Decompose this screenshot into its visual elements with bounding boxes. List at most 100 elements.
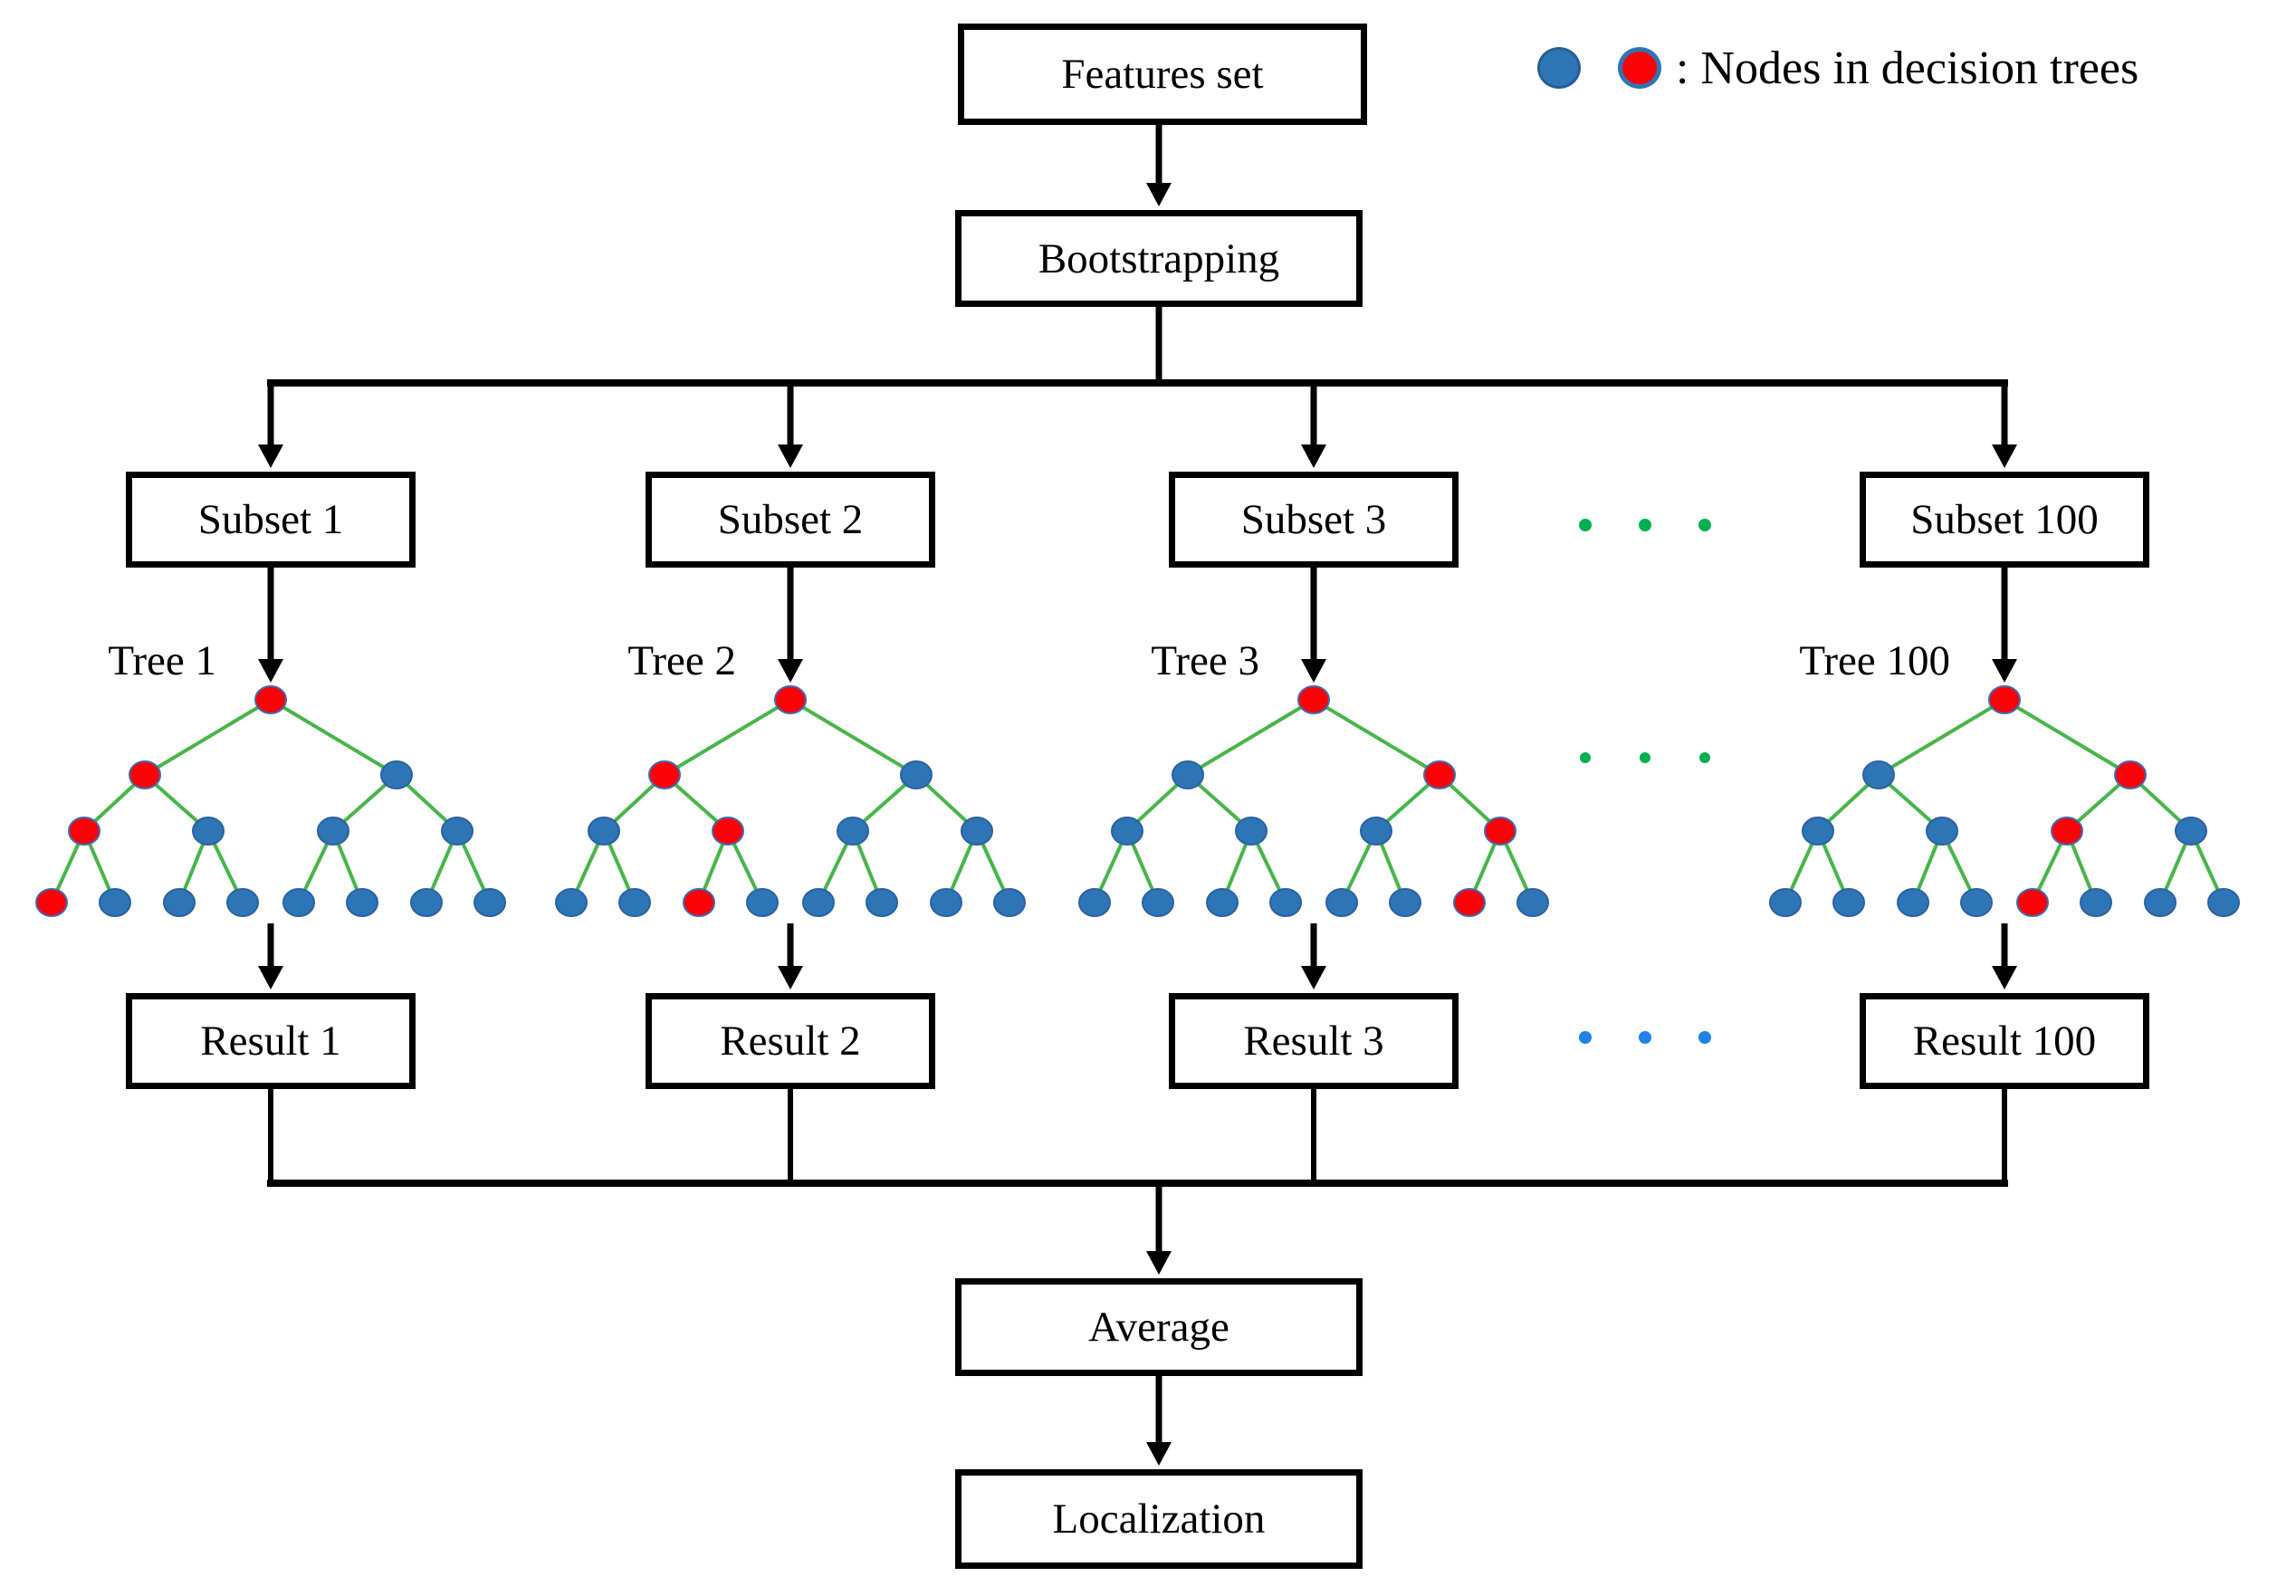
average-label: Average bbox=[1088, 1304, 1229, 1351]
tree-node-red bbox=[35, 888, 68, 917]
tree-node-blue bbox=[1206, 888, 1239, 917]
tree-node-red bbox=[1453, 888, 1486, 917]
result-label: Result 1 bbox=[200, 1018, 341, 1065]
tree-node-blue bbox=[410, 888, 443, 917]
tree-node-blue bbox=[192, 817, 225, 846]
tree-node-blue bbox=[317, 817, 349, 846]
tree-ellipsis-dot bbox=[1640, 752, 1650, 763]
result-box: Result 1 bbox=[126, 993, 416, 1089]
legend-blue-node-icon bbox=[1537, 47, 1581, 89]
tree-node-blue bbox=[380, 760, 413, 789]
tree-edge bbox=[789, 698, 918, 777]
tree-ellipsis-dot bbox=[1699, 752, 1710, 763]
tree-node-red bbox=[254, 685, 287, 714]
subset-box: Subset 1 bbox=[126, 472, 416, 568]
result-label: Result 3 bbox=[1243, 1018, 1384, 1065]
features-set-label: Features set bbox=[1061, 51, 1264, 98]
subset-box: Subset 100 bbox=[1860, 472, 2149, 568]
tree-node-red bbox=[129, 760, 161, 789]
tree-edge bbox=[663, 698, 792, 777]
tree-to-result-2-arrow-head bbox=[1301, 966, 1326, 989]
subset-to-tree-3-arrow-head bbox=[1992, 659, 2017, 683]
tree-node-red bbox=[1423, 760, 1456, 789]
tree-node-blue bbox=[588, 817, 620, 846]
tree-node-red bbox=[1297, 685, 1330, 714]
result-box: Result 100 bbox=[1860, 993, 2149, 1089]
tree-node-blue bbox=[2080, 888, 2112, 917]
tree-node-red bbox=[683, 888, 715, 917]
subset-label: Subset 3 bbox=[1240, 496, 1387, 543]
tree-node-blue bbox=[1389, 888, 1421, 917]
tree-node-blue bbox=[930, 888, 962, 917]
result-ellipsis-dot bbox=[1639, 1031, 1651, 1044]
legend-red-node-icon bbox=[1618, 47, 1661, 89]
tree-node-blue bbox=[1078, 888, 1111, 917]
tree-node-red bbox=[648, 760, 681, 789]
result-label: Result 2 bbox=[720, 1018, 861, 1065]
to-subset-0-arrow-head bbox=[258, 444, 283, 468]
tree-edge bbox=[269, 698, 398, 777]
tree-node-red bbox=[774, 685, 807, 714]
tree-node-blue bbox=[1516, 888, 1549, 917]
tree-node-red bbox=[68, 817, 100, 846]
to-subset-3-arrow-head bbox=[1992, 444, 2017, 468]
tree-to-result-1-arrow-head bbox=[778, 966, 803, 989]
tree-node-blue bbox=[993, 888, 1026, 917]
tree-node-blue bbox=[618, 888, 651, 917]
tree-node-blue bbox=[1360, 817, 1392, 846]
result-box: Result 3 bbox=[1169, 993, 1459, 1089]
tree-node-blue bbox=[1111, 817, 1143, 846]
bootstrapping-label: Bootstrapping bbox=[1038, 234, 1280, 282]
tree-node-blue bbox=[1325, 888, 1358, 917]
tree-title-text: Tree 3 bbox=[1151, 637, 1259, 684]
tree-title: Tree 2 bbox=[428, 636, 736, 685]
tree-node-blue bbox=[1142, 888, 1174, 917]
tree-node-blue bbox=[1235, 817, 1268, 846]
result-ellipsis-dot bbox=[1579, 1031, 1592, 1044]
tree-node-blue bbox=[1862, 760, 1895, 789]
subset-to-tree-2-arrow-head bbox=[1301, 659, 1326, 683]
features-set-box: Features set bbox=[958, 24, 1367, 125]
tree-node-blue bbox=[866, 888, 898, 917]
tree-node-blue bbox=[2175, 817, 2207, 846]
subset-label: Subset 100 bbox=[1910, 496, 2099, 543]
localization-label: Localization bbox=[1052, 1496, 1266, 1543]
subset-ellipsis-dot bbox=[1639, 519, 1651, 531]
tree-node-blue bbox=[1769, 888, 1802, 917]
tree-edge bbox=[1877, 698, 2006, 777]
tree-node-blue bbox=[802, 888, 835, 917]
tree-edge bbox=[143, 698, 273, 777]
result-ellipsis-dot bbox=[1698, 1031, 1711, 1044]
tree-node-blue bbox=[837, 817, 869, 846]
result-label: Result 100 bbox=[1912, 1018, 2097, 1065]
to-subset-2-arrow-head bbox=[1301, 444, 1326, 468]
tree-node-blue bbox=[2207, 888, 2240, 917]
tree-node-red bbox=[1484, 817, 1516, 846]
tree-node-blue bbox=[1926, 817, 1958, 846]
tree-title: Tree 1 bbox=[0, 636, 216, 685]
tree-node-red bbox=[2114, 760, 2147, 789]
tree-node-blue bbox=[346, 888, 378, 917]
tree-node-blue bbox=[1269, 888, 1302, 917]
tree-node-blue bbox=[1897, 888, 1929, 917]
tree-node-blue bbox=[1832, 888, 1865, 917]
tree-edge bbox=[2003, 698, 2132, 777]
tree-to-result-0-arrow-head bbox=[258, 966, 283, 989]
subset-box: Subset 3 bbox=[1169, 472, 1459, 568]
tree-node-blue bbox=[900, 760, 933, 789]
tree-title-text: Tree 2 bbox=[627, 637, 736, 684]
tree-node-blue bbox=[474, 888, 506, 917]
tree-edge bbox=[1312, 698, 1441, 777]
subset-label: Subset 1 bbox=[197, 496, 344, 543]
tree-ellipsis-dot bbox=[1580, 752, 1591, 763]
average-box: Average bbox=[955, 1278, 1363, 1376]
localization-box: Localization bbox=[955, 1469, 1363, 1569]
tree-node-blue bbox=[163, 888, 196, 917]
tree-node-red bbox=[2051, 817, 2083, 846]
subset-to-tree-1-arrow-head bbox=[778, 659, 803, 683]
features-to-bootstrapping-arrow-head bbox=[1146, 183, 1172, 206]
tree-node-blue bbox=[282, 888, 315, 917]
average-to-localization-arrow-head bbox=[1146, 1442, 1172, 1466]
subset-ellipsis-dot bbox=[1579, 519, 1592, 531]
